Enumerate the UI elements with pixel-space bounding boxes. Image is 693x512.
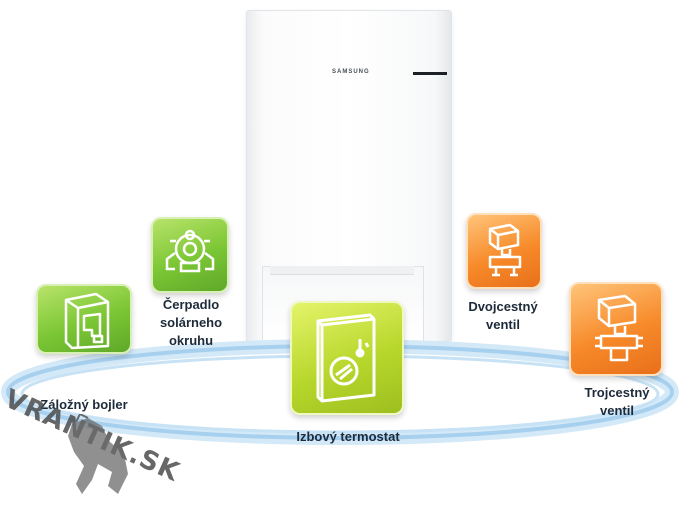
three-way-valve-icon [595,294,643,362]
label-line: Trojcestný [584,385,650,400]
label-solar-pump: Čerpadlo solárneho okruhu [146,296,236,350]
label-line: Dvojcestný [468,299,538,314]
label-three-way-valve: Trojcestný ventil [562,384,672,420]
pump-icon [165,229,215,273]
label-line: ventil [486,317,520,332]
two-way-valve-icon [488,223,522,277]
brand-logo: SAMSUNG [332,69,370,75]
unit-display-strip [413,72,447,75]
label-backup-boiler: Záložný bojler [40,397,128,412]
tile-backup-boiler[interactable] [36,284,132,354]
unit-handle [270,266,414,275]
thermostat-icon [316,313,376,403]
label-line: solárneho [159,315,223,330]
label-two-way-valve: Dvojcestný ventil [448,298,558,334]
tile-two-way-valve[interactable] [466,213,542,289]
tile-solar-pump[interactable] [151,217,229,293]
label-line: Čerpadlo [162,297,220,312]
tile-room-thermostat[interactable] [290,301,404,415]
label-room-thermostat: Izbový termostat [296,429,400,444]
boiler-icon [64,292,110,350]
label-line: okruhu [168,333,214,348]
tile-three-way-valve[interactable] [569,282,663,376]
label-line: ventil [600,403,634,418]
horse-logo-icon [68,414,128,494]
